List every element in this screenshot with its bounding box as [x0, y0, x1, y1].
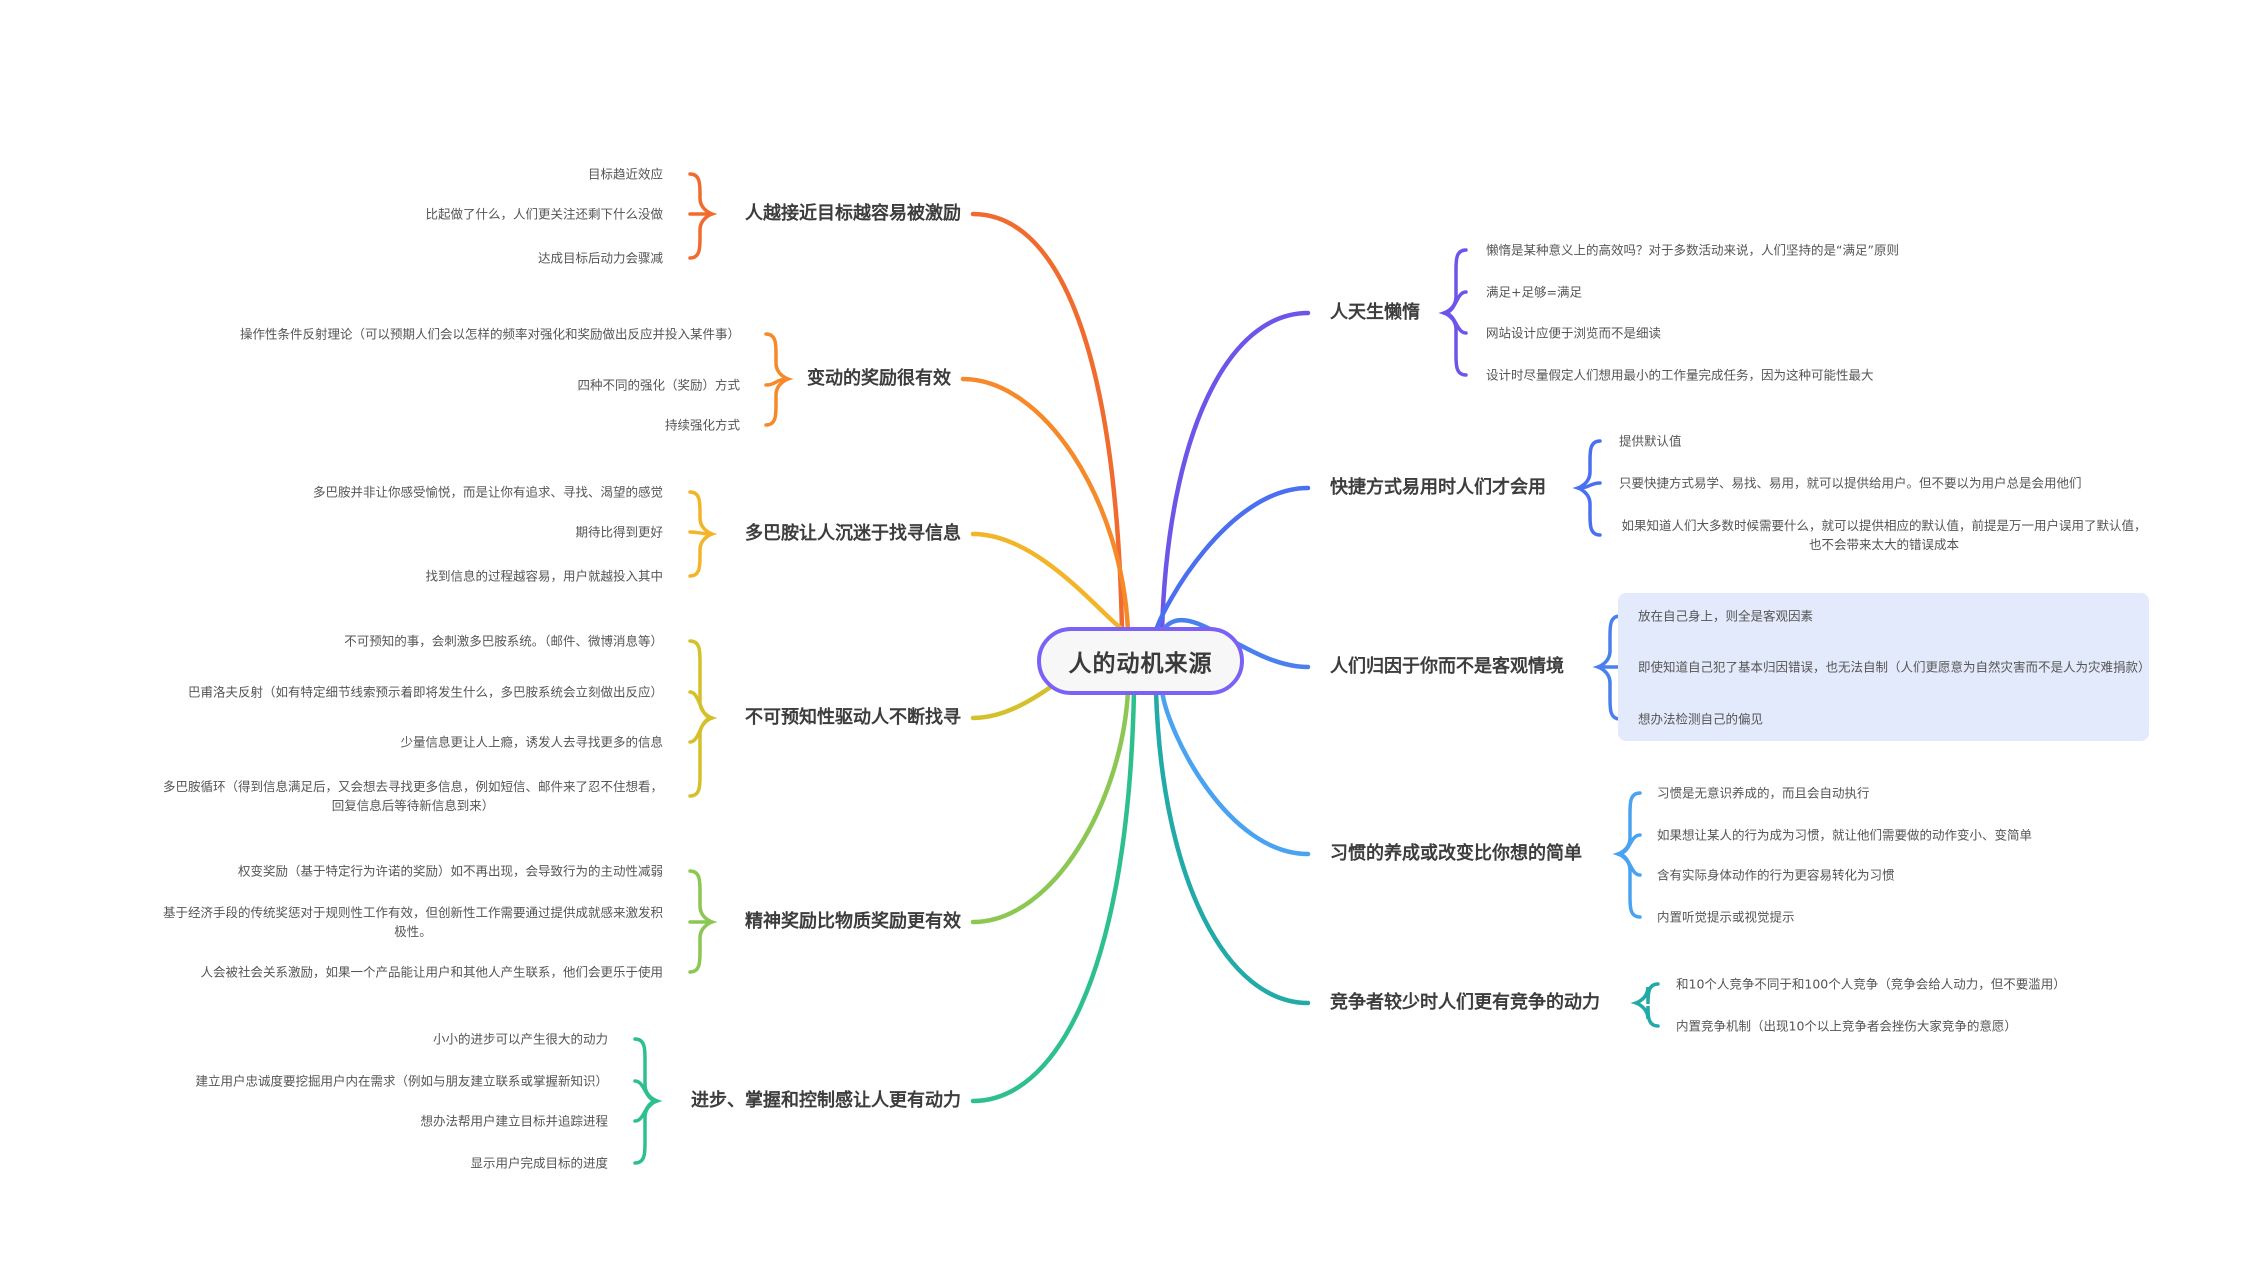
leaf-topic[interactable]: 想办法检测自己的偏见 — [1638, 711, 1764, 727]
branch-topic[interactable]: 多巴胺让人沉迷于找寻信息 — [745, 523, 961, 544]
leaf-topic[interactable]: 和10个人竞争不同于和100个人竞争（竞争会给人动力，但不要滥用） — [1676, 976, 2066, 992]
leaf-topic[interactable]: 少量信息更让人上瘾，诱发人去寻找更多的信息 — [400, 734, 663, 750]
branch-topic[interactable]: 不可预知性驱动人不断找寻 — [745, 707, 961, 728]
leaf-spoke — [1442, 311, 1468, 335]
leaf-topic[interactable]: 满足+足够=满足 — [1486, 284, 1582, 300]
leaf-topic[interactable]: 基于经济手段的传统奖惩对于规则性工作有效，但创新性工作需要通过提供成就感来激发积… — [163, 905, 664, 939]
branch-connector — [970, 688, 1137, 1104]
branch-topic[interactable]: 竞争者较少时人们更有竞争的动力 — [1330, 992, 1600, 1013]
branch-connector — [1153, 688, 1311, 1006]
leaf-topic[interactable]: 放在自己身上，则全是客观因素 — [1638, 608, 1814, 624]
leaf-brace — [688, 172, 718, 260]
branch-topic[interactable]: 人们归因于你而不是客观情境 — [1330, 656, 1564, 677]
leaf-topic[interactable]: 多巴胺并非让你感受愉悦，而是让你有追求、寻找、渴望的感觉 — [312, 484, 663, 500]
leaf-topic[interactable]: 持续强化方式 — [664, 417, 740, 433]
leaf-topic[interactable]: 找到信息的过程越容易，用户就越投入其中 — [425, 568, 663, 584]
leaf-topic[interactable]: 习惯是无意识养成的，而且会自动执行 — [1657, 785, 1870, 801]
leaf-topic[interactable]: 四种不同的强化（奖励）方式 — [577, 377, 740, 393]
leaf-spoke — [688, 716, 714, 744]
leaf-topic[interactable]: 巴甫洛夫反射（如有特定细节线索预示着即将发生什么，多巴胺系统会立刻做出反应） — [187, 684, 663, 700]
leaf-topic[interactable]: 懒惰是某种意义上的高效吗？对于多数活动来说，人们坚持的是“满足”原则 — [1486, 242, 1899, 258]
branch-topic[interactable]: 人天生懒惰 — [1330, 302, 1420, 323]
branch-connector — [970, 531, 1137, 636]
branch-connector — [970, 688, 1131, 925]
leaf-topic[interactable]: 只要快捷方式易学、易找、易用，就可以提供给用户。但不要以为用户总是会用他们 — [1619, 475, 2082, 491]
leaf-topic[interactable]: 人会被社会关系激励，如果一个产品能让用户和其他人产生联系，他们会更乐于使用 — [200, 964, 663, 980]
branch-connector — [1159, 688, 1311, 857]
leaf-topic[interactable]: 如果知道人们大多数时候需要什么，就可以提供相应的默认值，前提是万一用户误用了默认… — [1621, 518, 2147, 552]
leaf-topic[interactable]: 小小的进步可以产生很大的动力 — [432, 1031, 608, 1047]
leaf-topic[interactable]: 操作性条件反射理论（可以预期人们会以怎样的频率对强化和奖励做出反应并投入某件事） — [239, 326, 740, 342]
leaf-spoke — [688, 530, 714, 536]
branch-topic[interactable]: 进步、掌握和控制感让人更有动力 — [691, 1090, 961, 1111]
leaf-topic[interactable]: 达成目标后动力会骤减 — [537, 250, 663, 266]
leaf-topic[interactable]: 含有实际身体动作的行为更容易转化为习惯 — [1657, 867, 1895, 883]
leaf-topic[interactable]: 即使知道自己犯了基本归因错误，也无法自制（人们更愿意为自然灾害而不是人为灾难捐款… — [1638, 659, 2151, 675]
leaf-topic[interactable]: 期待比得到更好 — [575, 524, 663, 540]
branch-topic[interactable]: 人越接近目标越容易被激励 — [745, 203, 961, 224]
branch-topic[interactable]: 习惯的养成或改变比你想的简单 — [1330, 843, 1582, 864]
branch-connector — [960, 376, 1131, 634]
branch-connector — [1153, 485, 1311, 634]
leaf-topic[interactable]: 目标趋近效应 — [587, 166, 663, 182]
branch-connector — [970, 211, 1125, 634]
leaf-topic[interactable]: 比起做了什么，人们更关注还剩下什么没做 — [425, 206, 663, 222]
branch-topic[interactable]: 精神奖励比物质奖励更有效 — [745, 911, 961, 932]
leaf-topic[interactable]: 多巴胺循环（得到信息满足后，又会想去寻找更多信息，例如短信、邮件来了忍不住想看，… — [163, 779, 664, 813]
leaf-spoke — [764, 377, 790, 387]
root-topic[interactable]: 人的动机来源 — [1037, 627, 1244, 695]
highlighted-leaf-group — [1618, 593, 2149, 741]
leaf-spoke — [1616, 852, 1642, 877]
leaf-topic[interactable]: 如果想让某人的行为成为习惯，就让他们需要做的动作变小、变简单 — [1657, 827, 2033, 843]
branch-connector — [1159, 310, 1311, 634]
leaf-topic[interactable]: 内置听觉提示或视觉提示 — [1657, 909, 1795, 925]
leaf-topic[interactable]: 内置竞争机制（出现10个以上竞争者会挫伤大家竞争的意愿） — [1676, 1018, 2017, 1034]
leaf-topic[interactable]: 显示用户完成目标的进度 — [470, 1155, 608, 1171]
branch-topic[interactable]: 快捷方式易用时人们才会用 — [1330, 477, 1546, 498]
branch-topic[interactable]: 变动的奖励很有效 — [807, 368, 951, 389]
leaf-topic[interactable]: 网站设计应便于浏览而不是细读 — [1486, 325, 1662, 341]
leaf-spoke — [1576, 481, 1602, 490]
leaf-topic[interactable]: 想办法帮用户建立目标并追踪进程 — [420, 1113, 608, 1129]
leaf-topic[interactable]: 建立用户忠诚度要挖掘用户内在需求（例如与朋友建立联系或掌握新知识） — [195, 1073, 608, 1089]
leaf-spoke — [633, 1099, 659, 1123]
leaf-topic[interactable]: 不可预知的事，会刺激多巴胺系统。（邮件、微博消息等） — [344, 633, 663, 649]
leaf-topic[interactable]: 权变奖励（基于特定行为许诺的奖励）如不再出现，会导致行为的主动性减弱 — [237, 863, 663, 879]
leaf-topic[interactable]: 提供默认值 — [1619, 433, 1682, 449]
leaf-brace — [1630, 982, 1660, 1028]
leaf-topic[interactable]: 设计时尽量假定人们想用最小的工作量完成任务，因为这种可能性最大 — [1486, 367, 1874, 383]
